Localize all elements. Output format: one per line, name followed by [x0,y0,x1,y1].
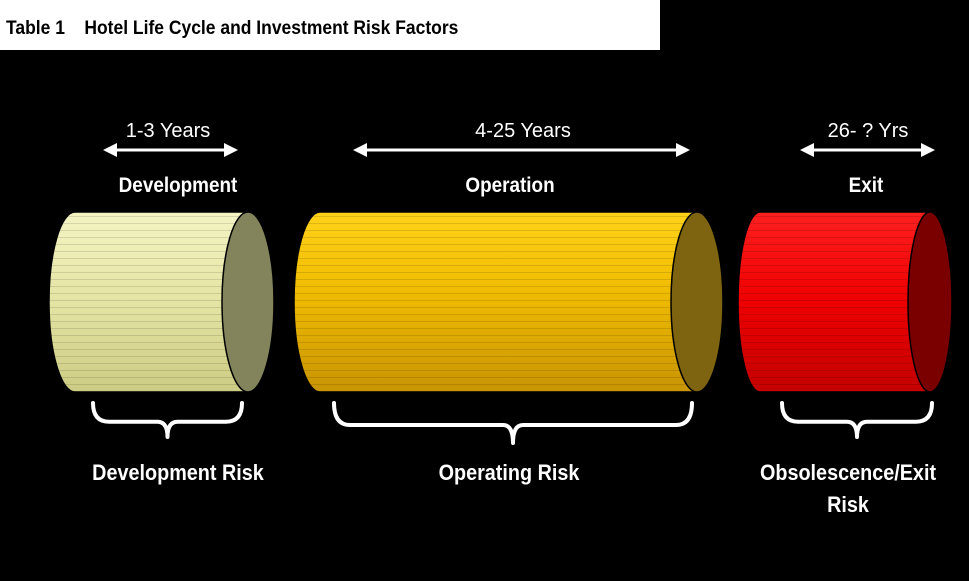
risk-text-line1: Obsolescence/Exit [759,460,937,485]
cylinder-end-cap [670,211,724,393]
risk-text-line2: Risk [827,492,869,517]
arrow-head-right [676,143,690,157]
phase-label-development: Development [118,174,238,197]
cylinder-operation [293,211,724,393]
risk-text-line1: Development Risk [92,460,264,485]
title-text: Hotel Life Cycle and Investment Risk Fac… [84,18,459,39]
arrow-head-left [103,143,117,157]
phase-label-exit: Exit [848,174,884,197]
cylinder-exit [737,211,953,393]
duration-arrow-exit [800,143,935,157]
risk-label-development: Development Risk [92,457,264,489]
phase-label-operation: Operation [465,174,555,197]
cylinder-texture [738,212,930,392]
cylinder-texture [49,212,248,392]
duration-arrow-operation [353,143,690,157]
duration-label-exit: 26- ? Yrs [827,120,909,142]
duration-arrow-development [103,143,238,157]
arrow-head-right [224,143,238,157]
table-label: Table 1 [6,18,65,39]
duration-label-development: 1-3 Years [125,120,211,142]
curly-brace-development [91,401,244,439]
duration-label-operation: 4-25 Years [475,120,571,142]
arrow-head-left [353,143,367,157]
arrow-head-left [800,143,814,157]
cylinder-development [48,211,275,393]
risk-text-line1: Operating Risk [438,460,580,485]
cylinder-end-cap [221,211,275,393]
cylinder-end-cap [907,211,953,393]
risk-label-operation: Operating Risk [439,457,580,489]
header-bar: Table 1 Hotel Life Cycle and Investment … [0,0,660,50]
cylinder-texture [294,212,697,392]
curly-brace-operation [332,401,694,445]
table-title: Table 1 Hotel Life Cycle and Investment … [6,18,458,40]
arrow-head-right [921,143,935,157]
curly-brace-exit [780,401,934,439]
